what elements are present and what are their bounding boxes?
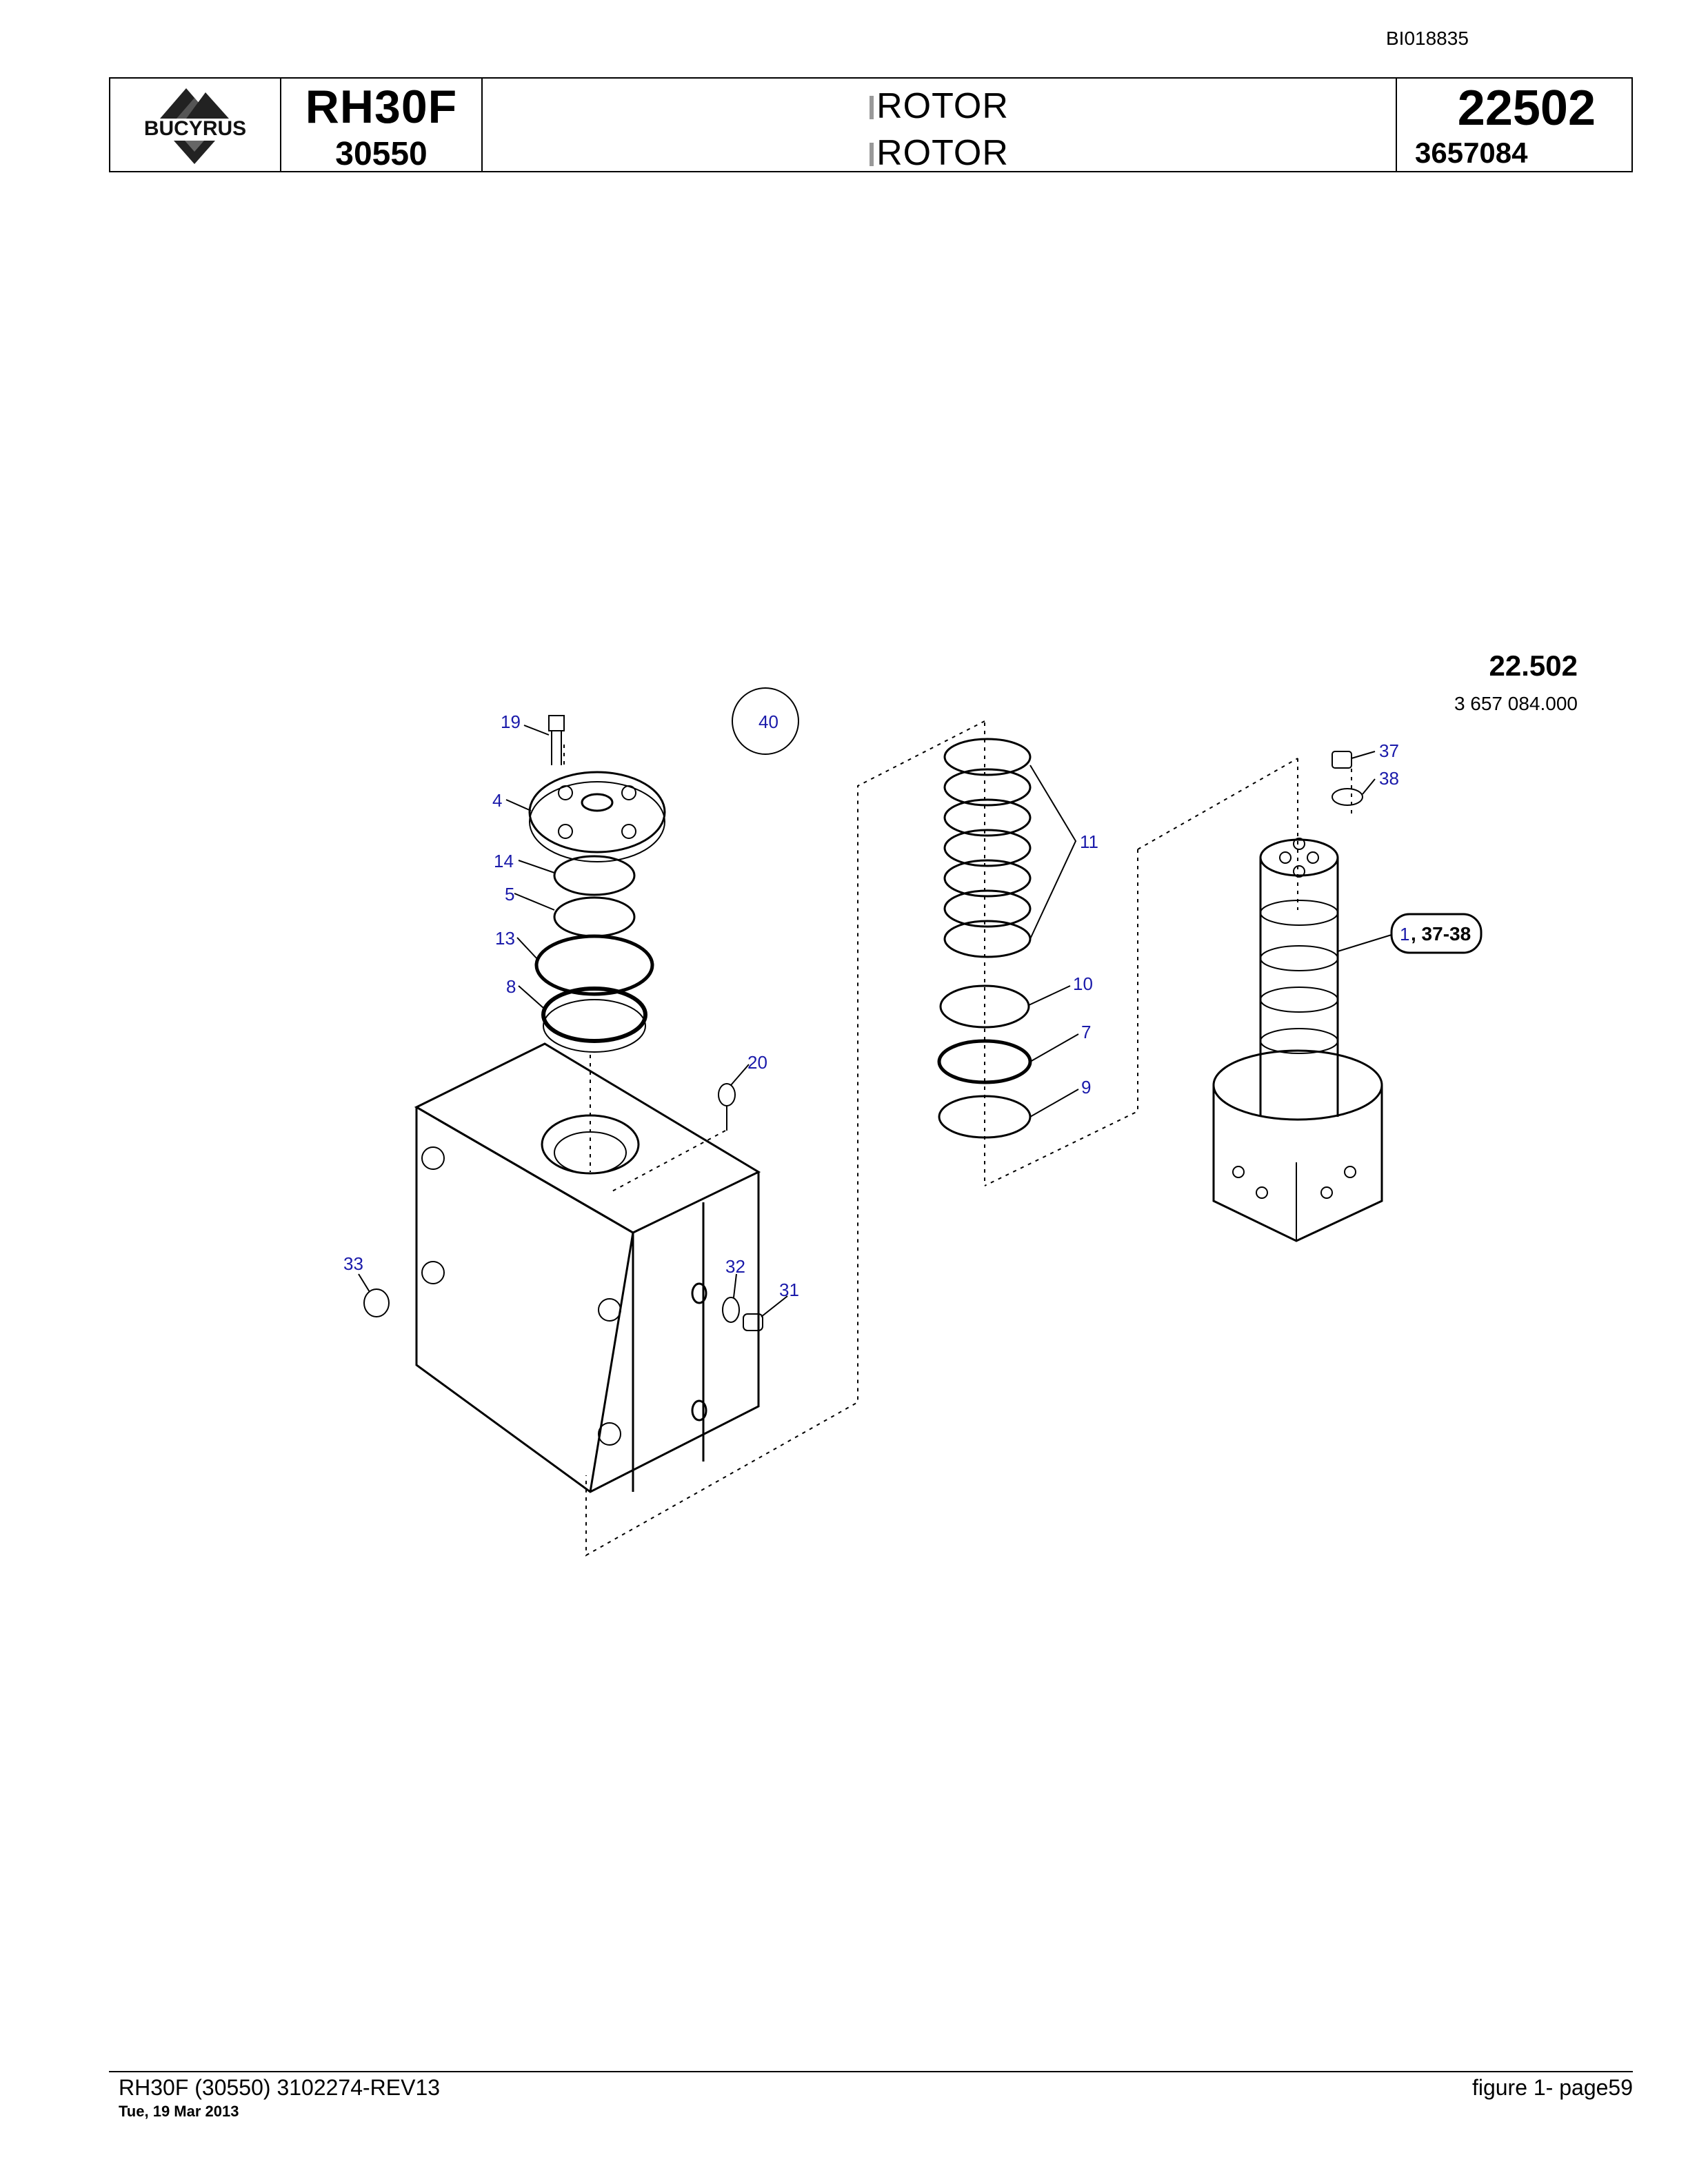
rotor-housing-block: [414, 1042, 761, 1493]
part-19-bolt: [548, 715, 565, 765]
left-seal-rings: [534, 855, 654, 1053]
callout-13: 13: [495, 928, 515, 949]
callout-7: 7: [1081, 1022, 1091, 1042]
callout-1-frame: [1390, 913, 1483, 954]
title-line-1: ROTOR: [483, 85, 1396, 127]
model-name: RH30F: [305, 81, 458, 133]
part-10-ring: [939, 984, 1030, 1029]
callout-8: 8: [506, 976, 516, 997]
callout-11: 11: [1080, 831, 1098, 852]
callout-37-38: , 37-38: [1411, 923, 1471, 944]
part-37-plug: [1332, 751, 1352, 769]
callout-1: 1: [1400, 924, 1409, 944]
part-38-oring: [1332, 788, 1363, 806]
part-5-ring: [553, 896, 636, 938]
part-20-fitting: [718, 1083, 736, 1106]
figure-number: 22.502: [1489, 649, 1578, 682]
part-8-seal: [541, 987, 647, 1043]
callout-labels: 19 40 4 14 5 13 8 20 33 32 31 11 10 7 9 …: [343, 711, 1483, 1300]
part-31-plug: [743, 1313, 763, 1331]
footer-date: Tue, 19 Mar 2013: [119, 2103, 239, 2120]
housing-small-parts: [363, 1083, 763, 1331]
part-4-cover-flange: [528, 771, 666, 862]
callout-14: 14: [494, 851, 514, 871]
group-part-number: 3657084: [1415, 136, 1528, 169]
header-table: BUCYRUS RH30F 30550 ROTOR ROTOR 22502 36…: [109, 77, 1633, 174]
leader-lines: [358, 725, 1392, 1317]
callout-10: 10: [1073, 973, 1093, 994]
callout-33: 33: [343, 1253, 363, 1274]
assembly-dashed-lines: [563, 720, 1352, 1557]
footer-document-ref: RH30F (30550) 3102274-REV13: [119, 2075, 441, 2100]
callout-20: 20: [747, 1052, 767, 1073]
logo-text: BUCYRUS: [144, 117, 246, 140]
part-14-ring: [553, 855, 636, 896]
group-number: 22502: [1457, 81, 1596, 136]
callout-32: 32: [725, 1256, 745, 1277]
callout-4: 4: [492, 790, 502, 811]
callout-40: 40: [758, 711, 778, 732]
footer-page-ref: figure 1- page59: [1471, 2075, 1633, 2100]
part-33-plug: [363, 1288, 390, 1317]
logo-cell: BUCYRUS: [110, 79, 281, 171]
callout-5: 5: [505, 884, 514, 904]
title-line-2: ROTOR: [483, 132, 1396, 174]
figure-part-number: 3 657 084.000: [1454, 693, 1578, 714]
middle-ring-stack: [937, 738, 1032, 1139]
callout-37: 37: [1379, 740, 1399, 761]
callout-9: 9: [1081, 1077, 1091, 1098]
callout-19: 19: [501, 711, 521, 732]
rotor-shaft-assembly: [1212, 751, 1383, 1242]
document-id: BI018835: [1386, 28, 1469, 49]
callout-38: 38: [1379, 768, 1399, 789]
part-40-ring: [732, 687, 799, 755]
model-cell: RH30F 30550: [281, 79, 483, 172]
callout-31: 31: [779, 1280, 799, 1300]
footer-rule: [109, 2071, 1633, 2072]
serial-number: 30550: [335, 136, 428, 172]
group-cell: 22502 3657084: [1397, 79, 1631, 171]
title-cell: ROTOR ROTOR: [483, 79, 1397, 174]
part-13-oring: [534, 934, 654, 996]
bucyrus-logo: BUCYRUS: [120, 88, 270, 164]
part-32-oring: [722, 1297, 740, 1323]
